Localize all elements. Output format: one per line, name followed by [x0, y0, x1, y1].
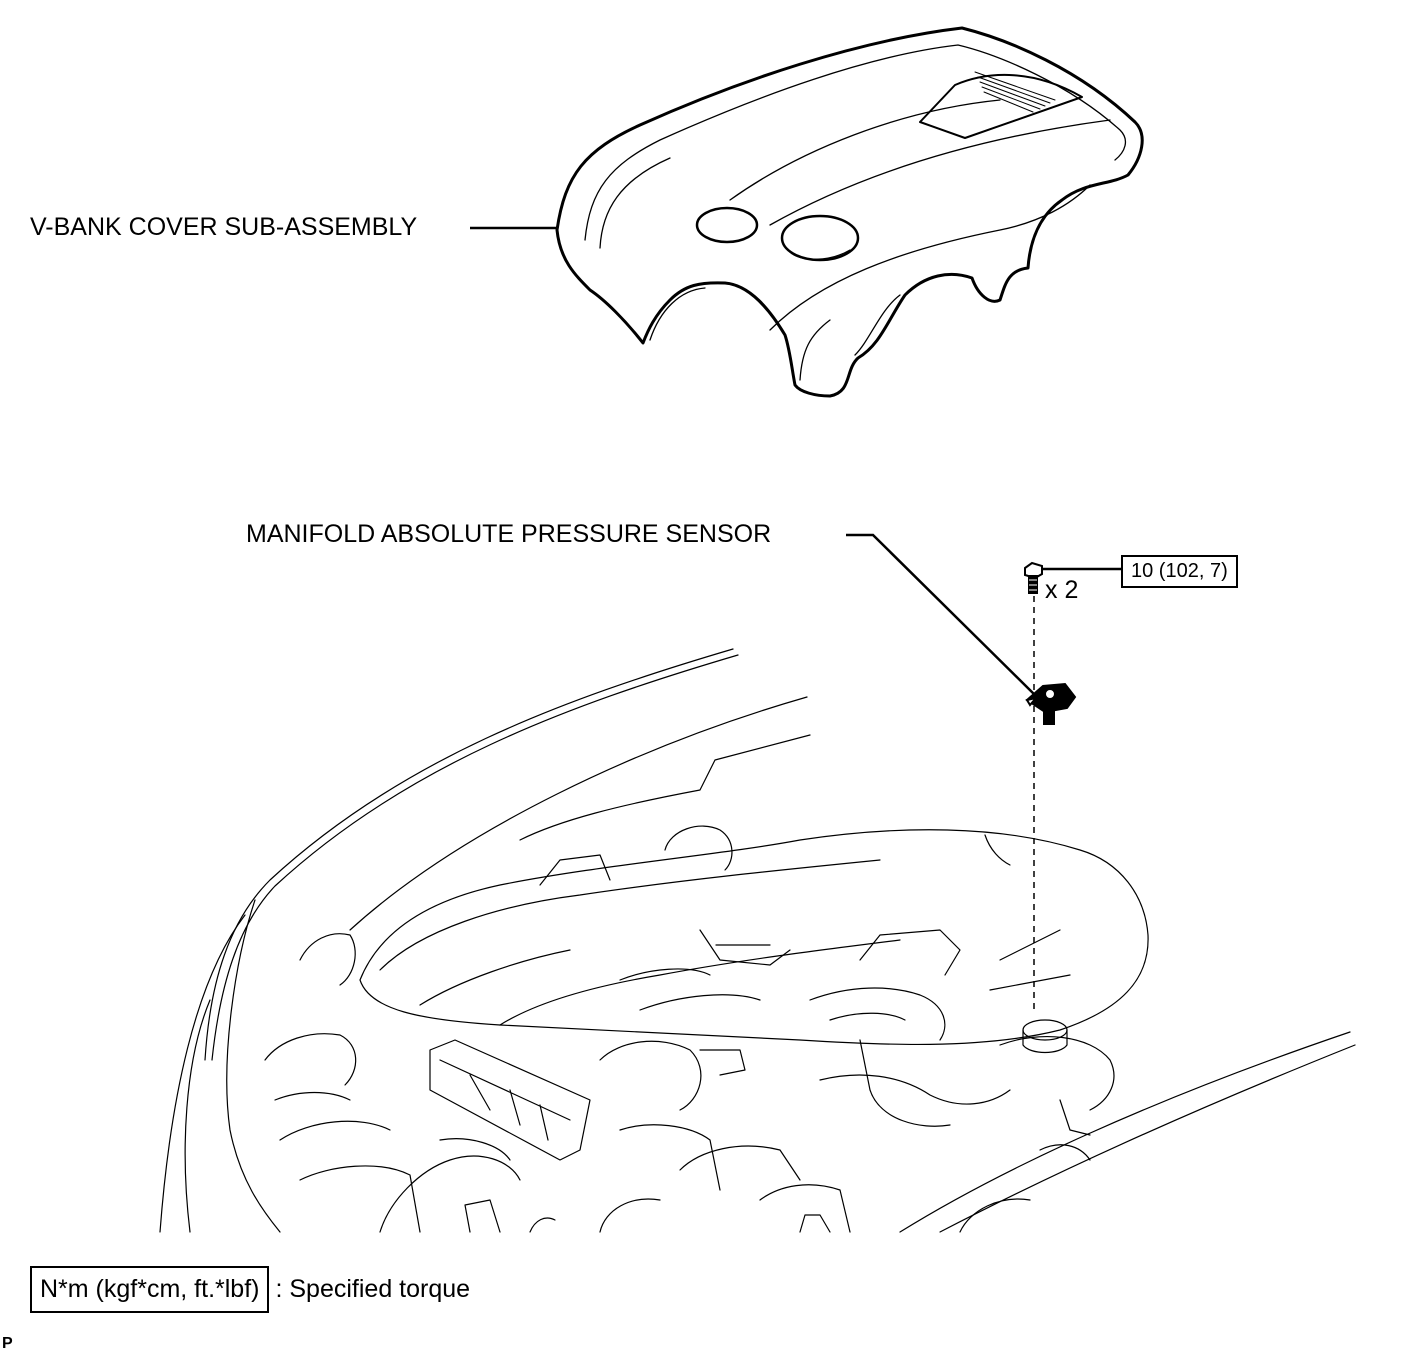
torque-value-box: 10 (102, 7)	[1121, 555, 1238, 588]
bolt-illustration	[1024, 561, 1043, 594]
map-sensor-leader	[846, 533, 1041, 701]
vbank-cover-illustration	[555, 26, 1144, 398]
vbank-cover-lower-ridge-2	[649, 287, 831, 381]
torque-legend: N*m (kgf*cm, ft.*lbf) : Specified torque	[30, 1266, 470, 1313]
vbank-cover-ridge	[729, 99, 1001, 201]
engine-bay-illustration	[159, 648, 1356, 1233]
vbank-cover-inner-edge-2	[599, 157, 671, 249]
legend-box-text: N*m (kgf*cm, ft.*lbf)	[40, 1275, 260, 1303]
vbank-cover-lower-ridge	[769, 184, 1091, 331]
legend-torque-box: N*m (kgf*cm, ft.*lbf)	[30, 1266, 270, 1313]
map-sensor-label: MANIFOLD ABSOLUTE PRESSURE SENSOR	[246, 520, 772, 548]
vbank-cover-cap-left	[695, 206, 759, 244]
vbank-cover-intake-grille	[974, 71, 1056, 113]
corner-mark: P	[2, 1335, 13, 1352]
vbank-cover-foot-edge	[854, 294, 901, 356]
engine-cover	[359, 829, 1149, 1046]
vbank-cover-inner-edge	[584, 44, 1127, 241]
vbank-cover-label: V-BANK COVER SUB-ASSEMBLY	[30, 213, 418, 241]
legend-description: : Specified torque	[275, 1275, 471, 1303]
torque-value-text: 10 (102, 7)	[1131, 560, 1228, 582]
map-sensor-illustration	[1025, 682, 1077, 725]
hood-edge	[204, 648, 734, 1061]
vbank-cover-ridge-2	[769, 119, 1111, 226]
vbank-cover-intake	[919, 73, 1083, 139]
vbank-cover-outline	[555, 26, 1144, 398]
left-fender	[226, 899, 281, 1233]
leader-lines	[470, 226, 1121, 701]
bolt-quantity-label: x 2	[1045, 576, 1079, 604]
air-box	[429, 1039, 591, 1161]
right-fender	[899, 1031, 1351, 1233]
vbank-cover-cap-right	[780, 214, 860, 262]
